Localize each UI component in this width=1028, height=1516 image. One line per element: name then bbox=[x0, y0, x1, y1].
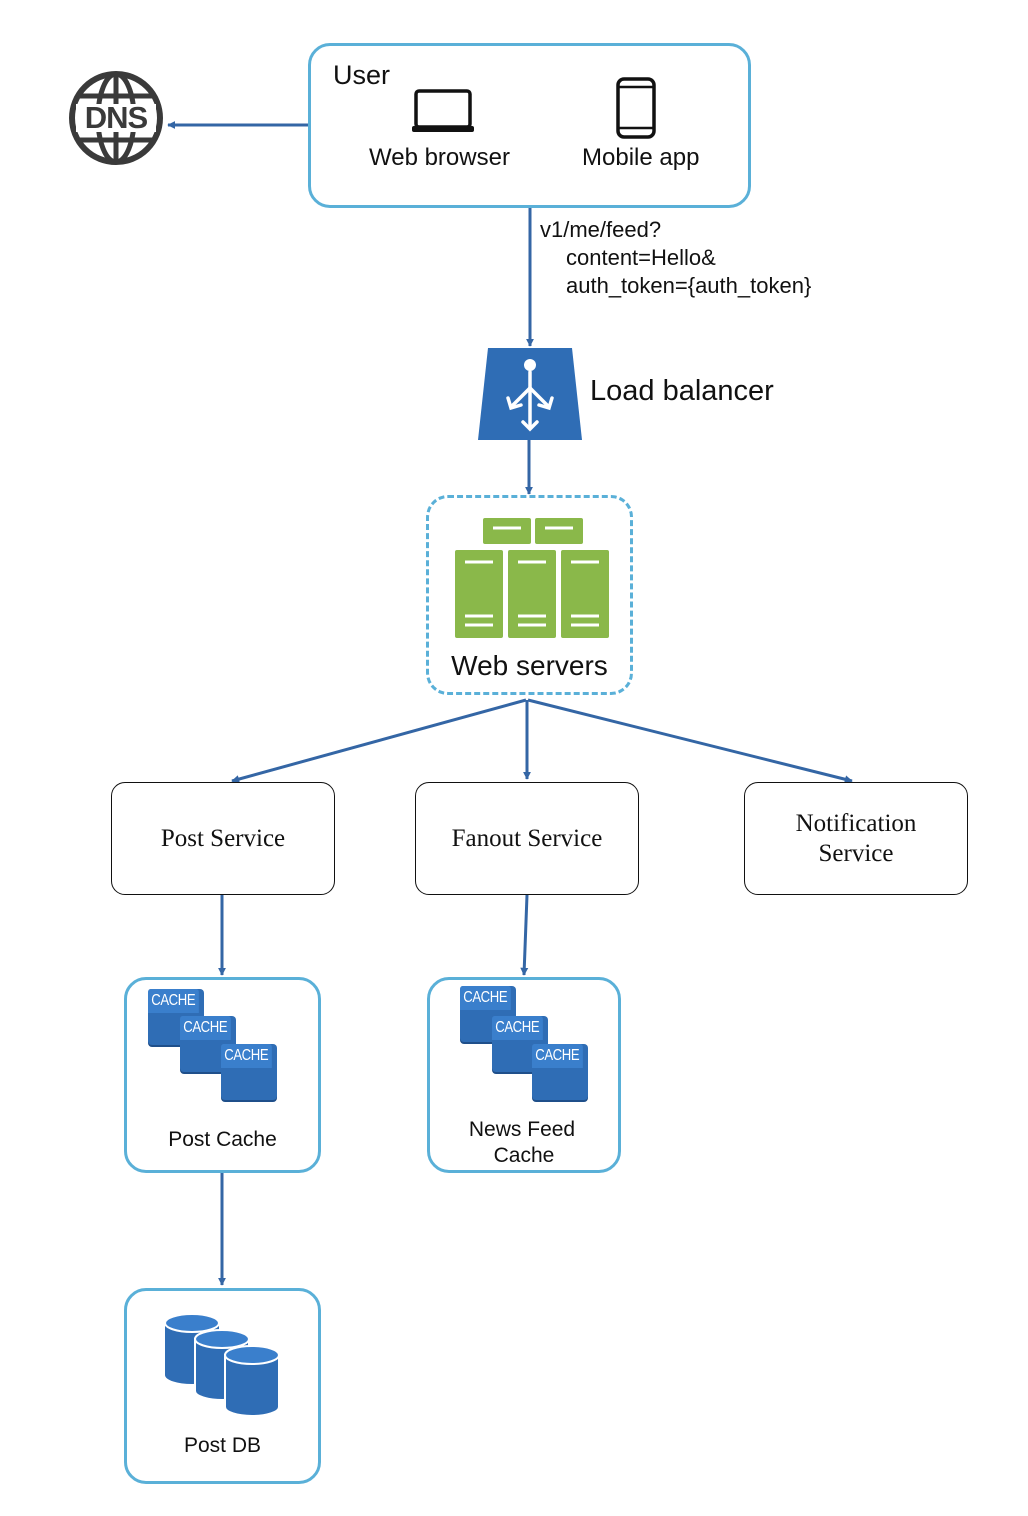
request-url-line2: content=Hello& bbox=[566, 245, 716, 270]
fanout-service-box: Fanout Service bbox=[415, 782, 639, 895]
web-browser-label: Web browser bbox=[369, 144, 510, 171]
cache-icon: CACHE bbox=[532, 1044, 588, 1100]
request-url-line3: auth_token={auth_token} bbox=[566, 273, 812, 298]
notification-service-label-line2: Service bbox=[818, 839, 894, 867]
load-balancer-label: Load balancer bbox=[590, 375, 774, 407]
database-icon bbox=[164, 1313, 280, 1417]
globe-icon bbox=[69, 71, 163, 165]
cache-icon: CACHE bbox=[221, 1044, 277, 1100]
dns-node: DNS bbox=[68, 70, 164, 166]
dns-label: DNS bbox=[84, 100, 148, 135]
user-title: User bbox=[333, 60, 391, 90]
server-rack-icon bbox=[455, 518, 609, 638]
post-service-box: Post Service bbox=[111, 782, 335, 895]
mobile-app-label: Mobile app bbox=[582, 144, 700, 171]
user-box: User Web browser Mobile app bbox=[308, 43, 751, 208]
mobile-phone-icon bbox=[616, 77, 656, 139]
post-cache-box: CACHE CACHE CACHE Post Cache bbox=[124, 977, 321, 1173]
web-servers-label: Web servers bbox=[451, 650, 608, 681]
fanout-service-label: Fanout Service bbox=[451, 824, 603, 852]
arrow-web-servers-to-notification-service bbox=[527, 698, 853, 784]
news-feed-cache-label-line1: News Feed bbox=[468, 1118, 576, 1141]
laptop-icon bbox=[412, 89, 474, 132]
request-url-line1: v1/me/feed? bbox=[540, 217, 662, 242]
web-servers-group: Web servers bbox=[426, 495, 633, 695]
notification-service-label-line1: Notification bbox=[795, 809, 917, 837]
post-service-label: Post Service bbox=[160, 824, 286, 852]
news-feed-cache-label-line2: Cache bbox=[493, 1144, 555, 1167]
post-db-label: Post DB bbox=[183, 1434, 262, 1457]
post-db-box: Post DB bbox=[124, 1288, 321, 1484]
news-feed-cache-box: CACHE CACHE CACHE News Feed Cache bbox=[427, 977, 621, 1173]
post-cache-label: Post Cache bbox=[168, 1128, 277, 1151]
notification-service-box: Notification Service bbox=[744, 782, 968, 895]
arrow-fanout-service-to-news-feed-cache bbox=[520, 894, 529, 976]
load-balancer-icon bbox=[478, 348, 582, 440]
arrow-web-servers-to-post-service bbox=[231, 698, 527, 783]
